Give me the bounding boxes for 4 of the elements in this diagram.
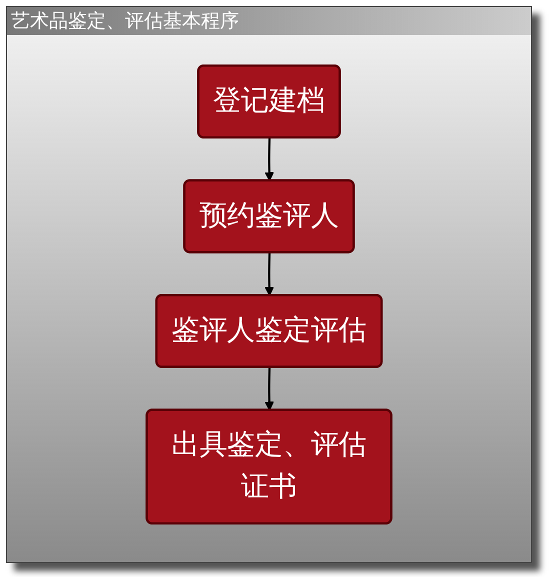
title-bar: 艺术品鉴定、评估基本程序 xyxy=(7,7,531,35)
arrow xyxy=(264,252,274,296)
arrow xyxy=(264,138,274,182)
arrow xyxy=(264,367,274,411)
